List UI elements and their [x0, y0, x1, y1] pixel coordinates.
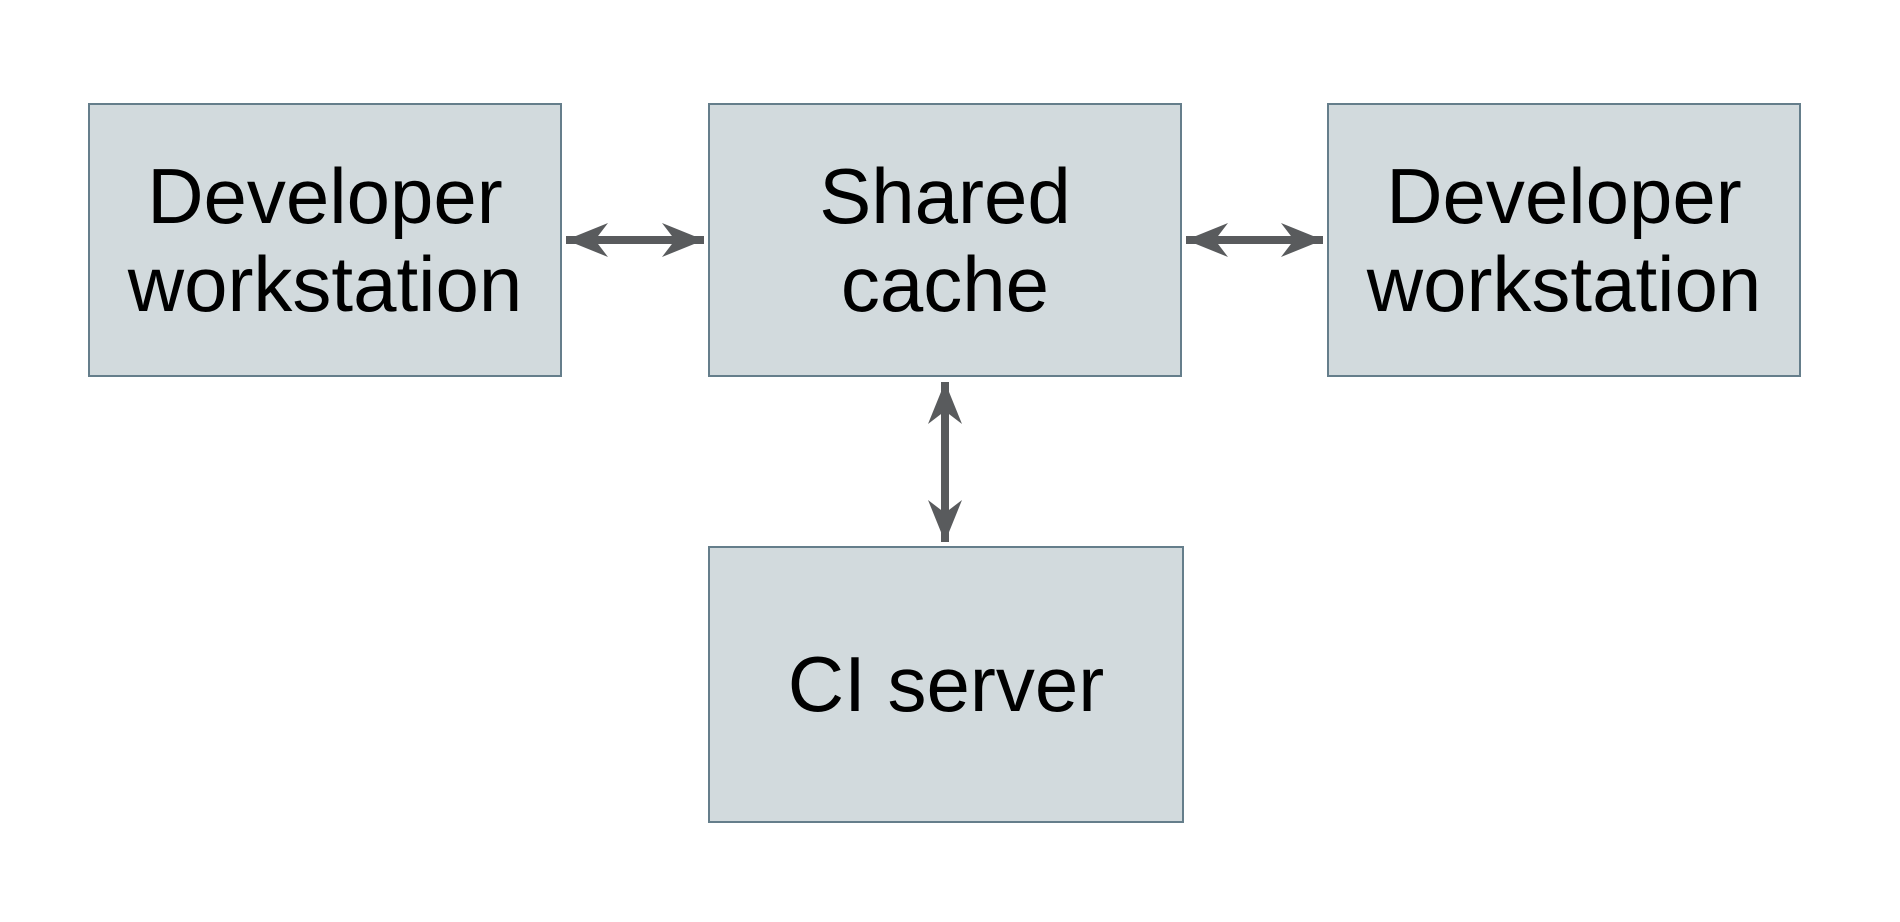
node-developer-workstation-left: Developer workstation	[88, 103, 562, 377]
node-ci-server: CI server	[708, 546, 1184, 823]
node-label-ci-server: CI server	[787, 640, 1105, 729]
node-developer-workstation-right: Developer workstation	[1327, 103, 1801, 377]
node-shared-cache: Shared cache	[708, 103, 1182, 377]
node-label-shared-cache: Shared cache	[819, 151, 1071, 328]
node-label-developer-workstation-left: Developer workstation	[127, 151, 523, 328]
node-label-developer-workstation-right: Developer workstation	[1366, 151, 1762, 328]
